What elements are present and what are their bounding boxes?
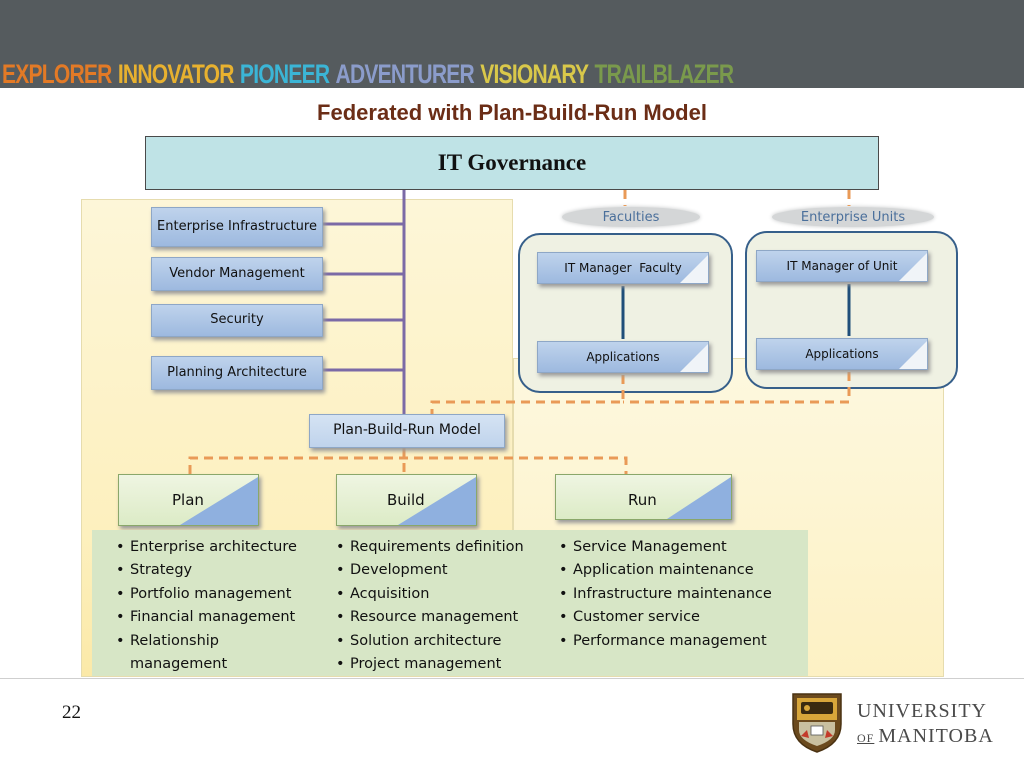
list-item: Acquisition (336, 583, 524, 606)
security-box: Security (151, 304, 323, 337)
university-of: OF (857, 731, 875, 745)
it-governance-box: IT Governance (145, 136, 879, 190)
faculty-applications-label: Applications (586, 349, 660, 364)
list-item: Portfolio management (116, 583, 297, 606)
list-item: Infrastructure maintenance (559, 583, 772, 606)
plan-build-run-model-box: Plan-Build-Run Model (309, 414, 505, 448)
list-item: Customer service (559, 606, 772, 629)
unit-applications-label: Applications (805, 346, 879, 361)
list-item: Relationship management (116, 630, 296, 677)
enterprise-units-label: Enterprise Units (772, 207, 934, 227)
build-corner-accent (398, 477, 476, 525)
plan-corner-accent (180, 477, 258, 525)
faculties-label: Faculties (562, 207, 700, 227)
page-number: 22 (62, 702, 81, 723)
list-item: Enterprise architecture (116, 536, 297, 559)
unit-applications-box: Applications (756, 338, 928, 370)
university-crest-icon (792, 693, 842, 753)
it-manager-unit-box: IT Manager of Unit (756, 250, 928, 282)
activities-panel: Enterprise architecture Strategy Portfol… (92, 530, 808, 676)
list-item: Performance management (559, 630, 772, 653)
run-label: Run (628, 491, 657, 509)
university-manitoba: MANITOBA (878, 725, 994, 747)
enterprise-infrastructure-box: Enterprise Infrastructure (151, 207, 323, 247)
faculty-applications-box: Applications (537, 341, 709, 373)
tagline-word: VISIONARY (480, 59, 589, 89)
vendor-management-box: Vendor Management (151, 257, 323, 291)
list-item: Service Management (559, 536, 772, 559)
plan-activities-list: Enterprise architecture Strategy Portfol… (116, 536, 297, 676)
slide-title: Federated with Plan-Build-Run Model (317, 100, 707, 125)
tagline: EXPLORER INNOVATOR PIONEER ADVENTURER VI… (2, 56, 740, 90)
run-box: Run (555, 474, 732, 520)
plan-box: Plan (118, 474, 259, 526)
list-item: Resource management (336, 606, 524, 629)
planning-architecture-box: Planning Architecture (151, 356, 323, 390)
build-box: Build (336, 474, 477, 526)
build-activities-list: Requirements definition Development Acqu… (336, 536, 524, 676)
it-manager-faculty-box: IT Manager Faculty (537, 252, 709, 284)
tagline-word: PIONEER (239, 59, 330, 89)
header-banner: EXPLORER INNOVATOR PIONEER ADVENTURER VI… (0, 0, 1024, 90)
tagline-word: EXPLORER (2, 59, 112, 89)
list-item: Application maintenance (559, 559, 772, 582)
list-item: Requirements definition (336, 536, 524, 559)
list-item: Development (336, 559, 524, 582)
tagline-word: INNOVATOR (117, 59, 235, 89)
list-item: Strategy (116, 559, 297, 582)
run-activities-list: Service Management Application maintenan… (559, 536, 772, 653)
it-manager-unit-label: IT Manager of Unit (786, 258, 898, 273)
tagline-word: ADVENTURER (335, 59, 475, 89)
list-item: Financial management (116, 606, 297, 629)
footer-divider (0, 678, 1024, 679)
university-name-line1: UNIVERSITY (857, 700, 987, 722)
it-manager-faculty-label: IT Manager Faculty (564, 260, 682, 275)
list-item: Project management (336, 653, 524, 676)
run-corner-accent (667, 477, 731, 519)
tagline-word: TRAILBLAZER (594, 59, 735, 89)
list-item: Solution architecture (336, 630, 524, 653)
